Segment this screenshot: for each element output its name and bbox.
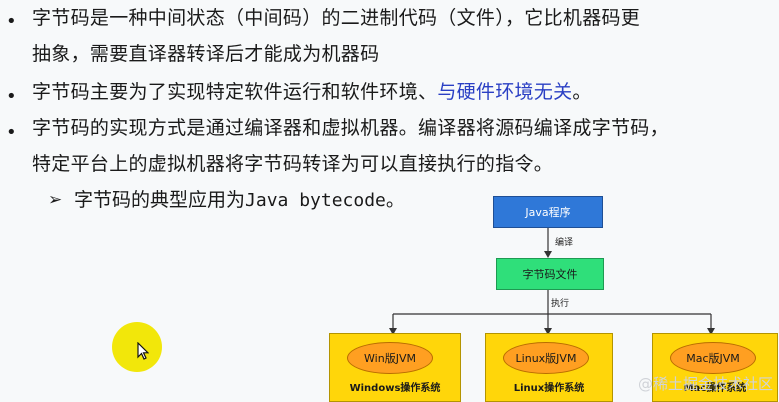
bullet-dot-icon: • [6, 122, 17, 143]
linux-os-label: Linux操作系统 [513, 383, 585, 394]
paragraph-line: 字节码是一种中间状态（中间码）的二进制代码（文件），它比机器码更 [32, 7, 641, 29]
arrow-bullet-icon: ➢ [48, 190, 63, 210]
paragraph-line: 字节码的实现方式是通过编译器和虚拟机器。编译器将源码编译成字节码， [32, 117, 669, 139]
bullet-dot-icon: • [6, 86, 17, 107]
execute-label: 执行 [551, 299, 570, 309]
mac-os-label: Mac操作系统 [683, 383, 747, 394]
sub-item-code: Java bytecode [245, 190, 386, 211]
paragraph-line: 字节码主要为了实现特定软件运行和软件环境、与硬件环境无关。 [32, 80, 592, 104]
win-jvm-oval: Win版JVM [347, 342, 433, 374]
paragraph-line: 特定平台上的虚拟机器将字节码转译为可以直接执行的指令。 [32, 153, 554, 175]
sub-item-line: 字节码的典型应用为Java bytecode。 [74, 188, 405, 213]
mac-jvm-oval: Mac版JVM [670, 342, 756, 374]
sub-item-text: 字节码的典型应用为 [74, 189, 246, 211]
windows-os-box: Win版JVM Windows操作系统 [329, 333, 461, 402]
sub-item-suffix: 。 [385, 189, 405, 211]
watermark-text: @稀土掘金技术社区 [637, 375, 773, 393]
mouse-pointer-icon [137, 341, 150, 364]
paragraph-line: 抽象，需要直译器转译后才能成为机器码 [32, 43, 380, 65]
paragraph-text: 字节码主要为了实现特定软件运行和软件环境、 [32, 81, 438, 103]
windows-os-label: Windows操作系统 [349, 383, 441, 394]
cursor-highlight [112, 322, 162, 372]
compile-label: 编译 [555, 238, 574, 248]
highlight-text: 与硬件环境无关 [437, 81, 573, 103]
linux-jvm-oval: Linux版JVM [503, 342, 589, 374]
paragraph-tail: 。 [572, 81, 592, 103]
linux-os-box: Linux版JVM Linux操作系统 [485, 333, 613, 402]
bytecode-file-box: 字节码文件 [496, 258, 604, 290]
bullet-dot-icon: • [6, 11, 17, 32]
java-program-box: Java程序 [493, 196, 603, 228]
